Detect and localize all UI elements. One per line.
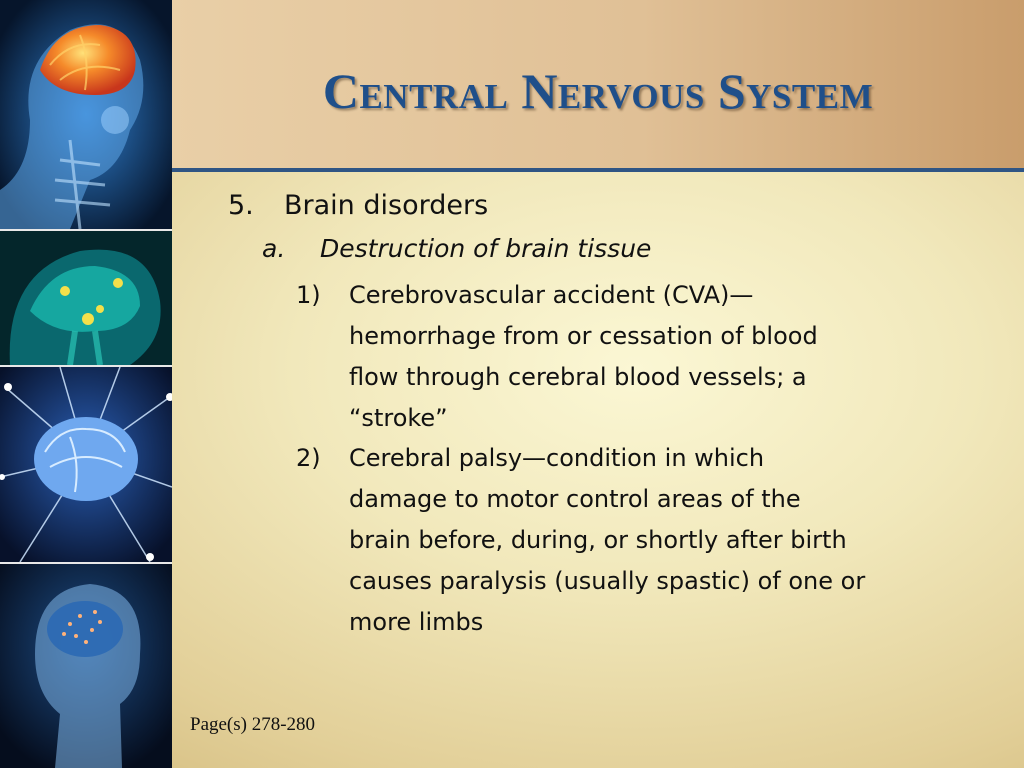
text-line: more limbs <box>349 608 484 636</box>
text-line: flow through cerebral blood vessels; a <box>349 363 807 391</box>
list-text: Destruction of brain tissue <box>320 234 652 263</box>
brain-side-view-image <box>0 231 172 365</box>
skeleton-brain-image <box>0 0 172 229</box>
text-line: hemorrhage from or cessation of blood <box>349 322 818 350</box>
text-line: causes paralysis (usually spastic) of on… <box>349 567 866 595</box>
list-letter: a. <box>262 234 286 263</box>
text-line: damage to motor control areas of the <box>349 485 801 513</box>
list-text-block: Cerebrovascular accident (CVA)— hemorrha… <box>349 275 969 439</box>
title-band: Central Nervous System <box>172 0 1024 168</box>
divider <box>0 562 172 564</box>
title-rule <box>172 168 1024 172</box>
text-line: “stroke” <box>349 404 448 432</box>
divider <box>0 229 172 231</box>
list-text: Brain disorders <box>284 190 489 221</box>
list-number: 2) <box>296 444 321 472</box>
list-number: 1) <box>296 281 321 309</box>
page-reference: Page(s) 278-280 <box>190 714 316 735</box>
image-strip <box>0 0 172 768</box>
head-neural-image <box>0 564 172 768</box>
text-line: Cerebral palsy—condition in which <box>349 444 765 472</box>
divider <box>0 365 172 367</box>
list-text-block: Cerebral palsy—condition in which damage… <box>349 438 969 643</box>
text-line: brain before, during, or shortly after b… <box>349 526 847 554</box>
list-number: 5. <box>228 190 254 221</box>
glowing-brain-image <box>0 367 172 562</box>
slide-title: Central Nervous System <box>322 63 874 119</box>
text-line: Cerebrovascular accident (CVA)— <box>349 281 754 309</box>
